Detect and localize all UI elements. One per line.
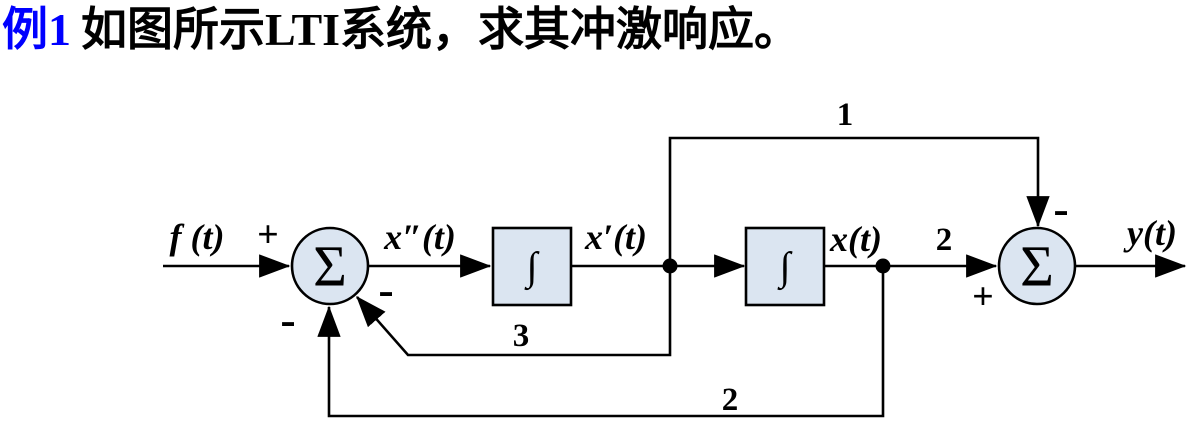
integrator1-box [491, 226, 573, 307]
example-number: 例1 [2, 4, 71, 55]
x-double-prime-label: x″(t) [383, 217, 456, 257]
summer2-circle [997, 226, 1077, 306]
outer-feedback-gain-label: 2 [722, 382, 739, 418]
summer1-bottom-minus-sign: - [280, 294, 295, 345]
inner-feedback-gain-label: 3 [513, 318, 530, 354]
outer-feedback-path [317, 266, 885, 418]
x-prime-label: x′(t) [584, 217, 647, 257]
forward-gain-label: 2 [936, 222, 953, 258]
input-signal-label: f (t) [170, 217, 225, 257]
summer1-diagonal-minus-sign: - [378, 264, 393, 315]
node2-dot [875, 258, 891, 274]
summer1-sigma-symbol: Σ [313, 234, 347, 299]
summer2-plus-sign: + [972, 276, 994, 318]
integrator2-symbol: ∫ [777, 244, 794, 291]
node1-dot [662, 258, 678, 274]
x-label: x(t) [829, 219, 882, 259]
top-feedforward-path [668, 136, 1050, 266]
integrator2-box [744, 226, 826, 307]
summer2-sigma-symbol: Σ [1020, 234, 1054, 299]
summer1-plus-sign: + [257, 214, 279, 256]
output-signal-label: y(t) [1123, 213, 1177, 253]
summer1-circle [290, 226, 370, 306]
title-text: 如图所示LTI系统，求其冲激响应。 [81, 4, 801, 55]
integrator1-symbol: ∫ [524, 244, 541, 291]
top-feedforward-gain-label: 1 [837, 97, 854, 133]
summer2-top-minus-sign: - [1053, 183, 1068, 234]
inner-feedback-path [356, 266, 672, 357]
